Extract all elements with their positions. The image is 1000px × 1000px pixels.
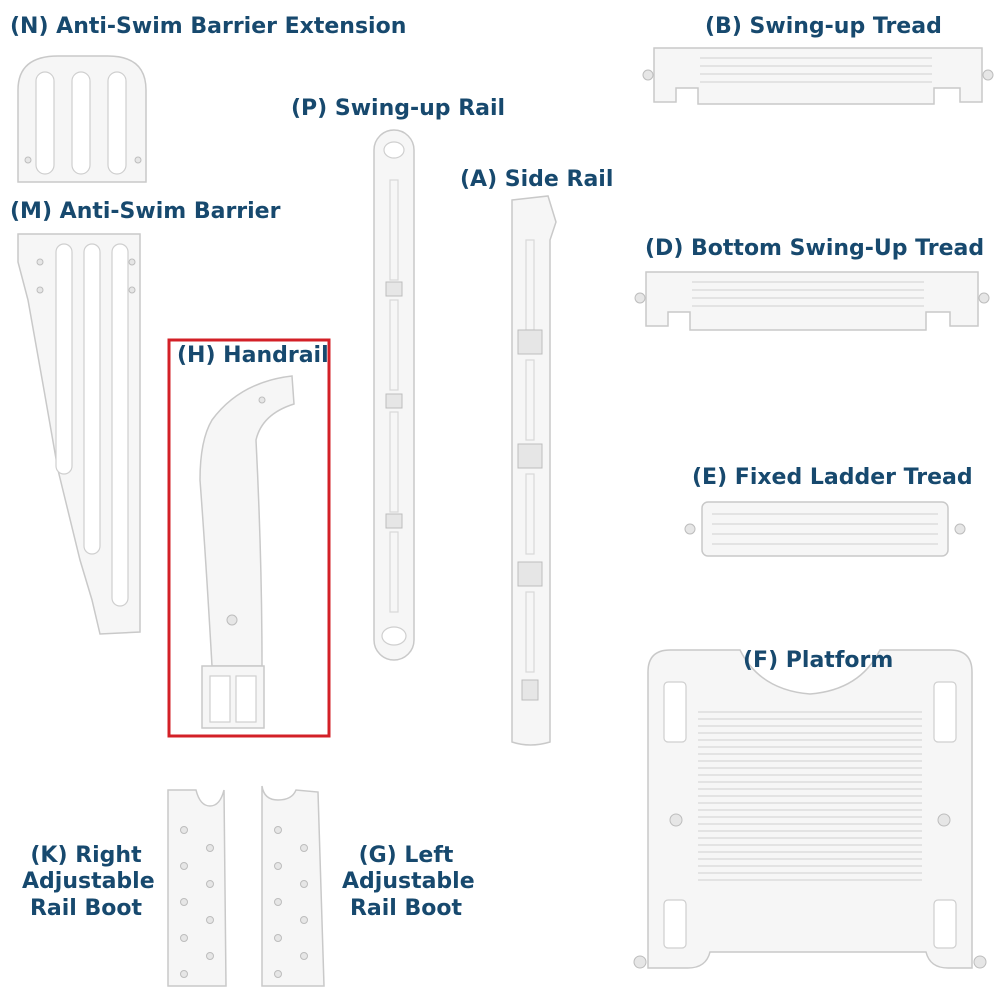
- bottom-swing-up-tread-part: [634, 271, 990, 331]
- label-anti-swim-barrier-extension: (N) Anti-Swim Barrier Extension: [10, 14, 407, 39]
- label-right-adjustable-rail-boot: (K) Right Adjustable Rail Boot: [22, 843, 155, 922]
- label-right-boot-line1: (K) Right: [30, 843, 142, 868]
- left-adjustable-rail-boot-part: [261, 785, 325, 987]
- handrail-part: [199, 375, 295, 729]
- label-left-boot-line3: Rail Boot: [349, 895, 463, 921]
- label-left-adjustable-rail-boot: (G) Left Adjustable Rail Boot: [342, 843, 475, 922]
- platform-part: [633, 649, 987, 969]
- label-platform: (F) Platform: [743, 648, 894, 673]
- label-right-boot-line3: Rail Boot: [29, 895, 143, 921]
- handrail-highlight-box: [167, 338, 331, 738]
- fixed-ladder-tread-part: [684, 501, 966, 557]
- anti-swim-barrier-extension-part: [17, 55, 147, 183]
- label-left-boot-line2: Adjustable: [342, 869, 475, 895]
- anti-swim-barrier-part: [17, 233, 141, 635]
- swing-up-tread-part: [642, 47, 994, 105]
- label-fixed-ladder-tread: (E) Fixed Ladder Tread: [692, 465, 973, 490]
- swing-up-rail-part: [373, 129, 415, 661]
- label-swing-up-tread: (B) Swing-up Tread: [705, 14, 942, 39]
- label-right-boot-line2: Adjustable: [22, 869, 155, 895]
- side-rail-part: [511, 195, 557, 746]
- label-side-rail: (A) Side Rail: [460, 167, 614, 192]
- label-handrail: (H) Handrail: [177, 343, 329, 368]
- right-adjustable-rail-boot-part: [167, 789, 227, 987]
- label-anti-swim-barrier: (M) Anti-Swim Barrier: [10, 199, 281, 224]
- label-left-boot-line1: (G) Left: [358, 843, 454, 868]
- label-swing-up-rail: (P) Swing-up Rail: [291, 96, 506, 121]
- label-bottom-swing-up-tread: (D) Bottom Swing-Up Tread: [645, 236, 985, 261]
